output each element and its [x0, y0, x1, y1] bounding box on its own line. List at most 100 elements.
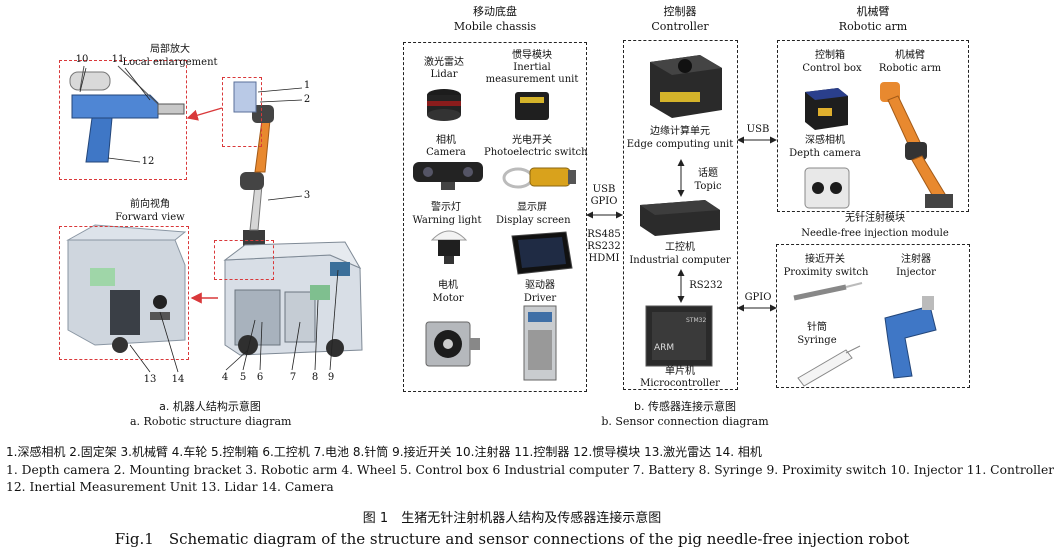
robotic-arm-title-cn: 机械臂: [856, 5, 890, 18]
robotic-arm-title-en: Robotic arm: [838, 20, 908, 33]
figure-title-cn: 图 1 生猪无针注射机器人结构及传感器连接示意图: [362, 511, 662, 526]
svg-text:ARM: ARM: [654, 343, 674, 353]
driver-label-cn: 驱动器: [525, 280, 555, 291]
photoelectric-switch-illustration: [502, 167, 576, 189]
edge-unit-label-en: Edge computing unit: [626, 139, 734, 150]
injection-module-frame: [776, 244, 970, 388]
proximity-switch-illustration: [793, 282, 863, 301]
link-gpio-label: GPIO: [590, 196, 618, 207]
topic-label-cn: 话题: [698, 168, 718, 179]
forward-view-cn: 前向视角: [130, 199, 170, 210]
controller-title-en: Controller: [651, 20, 709, 33]
camera-label-en: Camera: [426, 147, 466, 158]
display-screen-label-cn: 显示屏: [517, 202, 547, 213]
injector-label-en: Injector: [896, 267, 936, 278]
forward-view-frame: [59, 226, 189, 360]
controller-title-cn: 控制器: [663, 5, 697, 18]
local-enlargement-frame: [59, 60, 187, 180]
control-box-label-en: Control box: [802, 63, 862, 74]
arm-label-cn: 机械臂: [895, 50, 925, 61]
robotic-arm-illustration: [880, 82, 953, 208]
mobile-chassis-frame: [403, 42, 587, 392]
depth-camera-label-cn: 深感相机: [805, 135, 845, 146]
link-gpio-right-label: GPIO: [744, 292, 772, 303]
legend-en-line2: 12. Inertial Measurement Unit 13. Lidar …: [6, 480, 334, 494]
depth-camera-illustration: [804, 167, 850, 209]
link-usb-right-label: USB: [746, 124, 770, 135]
syringe-illustration: [797, 345, 861, 387]
ipc-label-cn: 工控机: [665, 242, 695, 253]
figure-title-en: Fig.1 Schematic diagram of the structure…: [114, 530, 910, 548]
figure-drawing: ARM STM32: [66, 55, 953, 387]
callout-4: 4: [221, 372, 229, 383]
imu-label-en2: measurement unit: [485, 74, 579, 85]
callout-9: 9: [327, 372, 335, 383]
motor-label-en: Motor: [432, 293, 464, 304]
warning-light-label-cn: 警示灯: [431, 202, 461, 213]
callout-3: 3: [303, 190, 311, 201]
display-screen-label-en: Display screen: [496, 215, 571, 226]
callout-6: 6: [256, 372, 264, 383]
driver-label-en: Driver: [523, 293, 557, 304]
injector-illustration: [884, 296, 937, 379]
callout-10: 10: [75, 54, 89, 65]
robotic-arm-frame: [777, 40, 969, 212]
arm-label-en: Robotic arm: [878, 63, 942, 74]
forward-source-frame: [214, 240, 274, 280]
caption-a-en: a. Robotic structure diagram: [130, 415, 292, 428]
callout-12: 12: [141, 156, 155, 167]
caption-b-en: b. Sensor connection diagram: [601, 415, 769, 428]
caption-b-cn: b. 传感器连接示意图: [634, 400, 736, 413]
camera-label-cn: 相机: [436, 135, 456, 146]
forward-view-en: Forward view: [115, 212, 185, 223]
callout-8: 8: [311, 372, 319, 383]
enlarge-arrow: [186, 107, 223, 121]
industrial-computer-illustration: [640, 200, 720, 236]
link-usb-label: USB: [592, 184, 616, 195]
callout-14: 14: [171, 374, 185, 385]
camera-illustration: [413, 162, 483, 190]
forward-view-illustration: [66, 224, 187, 353]
ipc-label-en: Industrial computer: [629, 255, 731, 266]
imu-label-en1: Inertial: [513, 62, 551, 73]
injector-enlarged-illustration: [69, 65, 185, 163]
local-source-frame: [222, 77, 262, 147]
syringe-label-cn: 针筒: [807, 322, 827, 333]
mobile-chassis-title-en: Mobile chassis: [453, 20, 537, 33]
syringe-label-en: Syringe: [797, 335, 837, 346]
local-enlargement-en: Local enlargement: [122, 57, 218, 68]
callout-11: 11: [111, 54, 125, 65]
display-screen-illustration: [511, 231, 573, 275]
edge-computing-unit-illustration: [650, 55, 722, 118]
mcu-label-en: Microcontroller: [640, 378, 720, 389]
mcu-label-cn: 单片机: [665, 366, 695, 377]
link-hdmi-label: HDMI: [588, 253, 620, 264]
microcontroller-illustration: ARM STM32: [645, 305, 713, 367]
callout-5: 5: [239, 372, 247, 383]
topic-label-en: Topic: [694, 181, 722, 192]
photoelectric-label-en: Photoelectric switch: [484, 147, 588, 158]
caption-a-cn: a. 机器人结构示意图: [159, 400, 261, 413]
callout-leaders: [79, 67, 339, 373]
control-box-illustration: [805, 88, 848, 130]
svg-text:STM32: STM32: [686, 317, 706, 324]
proximity-label-en: Proximity switch: [783, 267, 869, 278]
callout-2: 2: [303, 94, 311, 105]
lidar-illustration: [427, 89, 461, 121]
lidar-label-en: Lidar: [430, 69, 458, 80]
edge-unit-label-cn: 边缘计算单元: [650, 126, 710, 137]
warning-light-illustration: [430, 230, 468, 264]
imu-illustration: [515, 92, 549, 120]
mobile-chassis-title-cn: 移动底盘: [473, 5, 517, 18]
motor-label-cn: 电机: [438, 280, 458, 291]
local-enlargement-cn: 局部放大: [150, 44, 190, 55]
proximity-label-cn: 接近开关: [805, 254, 845, 265]
motor-illustration: [425, 321, 480, 367]
needle-free-label-cn: 无针注射模块: [845, 213, 905, 224]
photoelectric-label-cn: 光电开关: [512, 135, 552, 146]
callout-7: 7: [289, 372, 297, 383]
lidar-label-cn: 激光雷达: [424, 57, 464, 68]
warning-light-label-en: Warning light: [412, 215, 482, 226]
legend-cn: 1.深感相机 2.固定架 3.机械臂 4.车轮 5.控制箱 6.工控机 7.电池…: [6, 445, 762, 459]
robot-illustration: [223, 81, 363, 357]
